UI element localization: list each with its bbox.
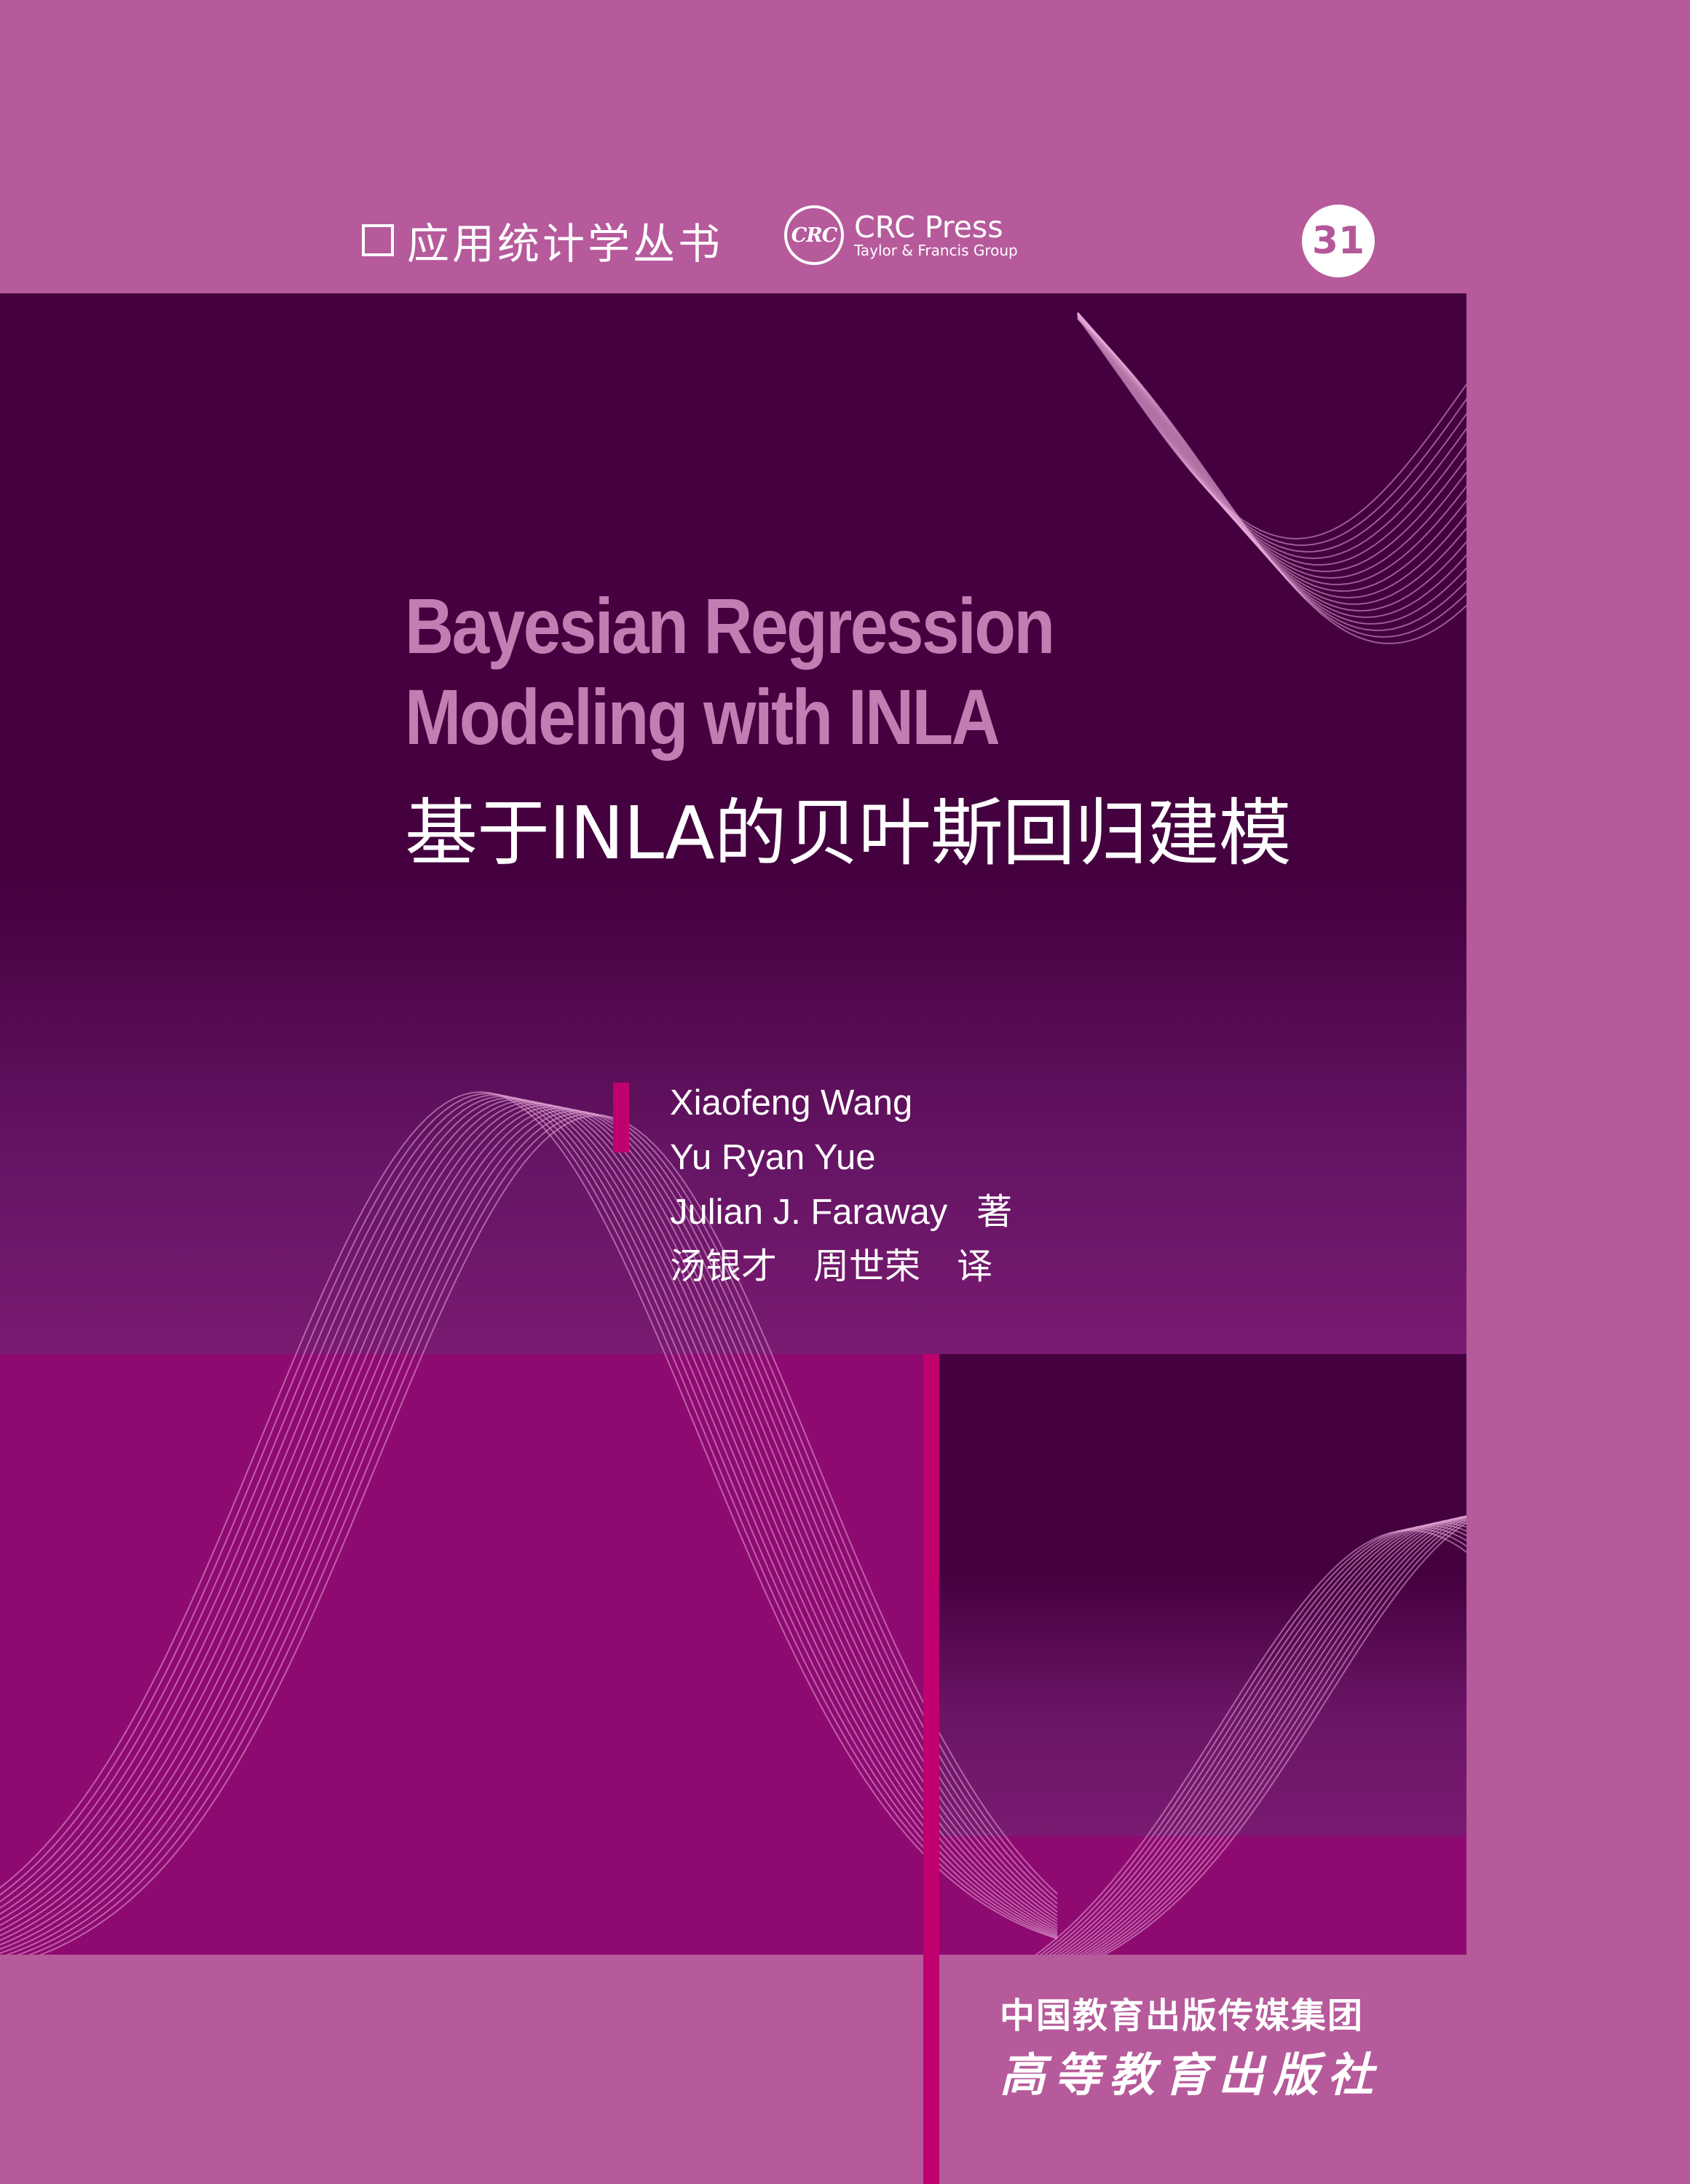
bottom-right-panel	[939, 1354, 1466, 1836]
publisher-group: 中国教育出版传媒集团	[1000, 1995, 1365, 2036]
wave-line-left	[0, 1099, 1058, 1931]
wave-line-right	[1070, 1517, 1466, 1955]
chinese-title: 基于INLA的贝叶斯回归建模	[405, 791, 1292, 876]
wave-line-top	[1077, 317, 1466, 540]
translator-name: 周世荣	[813, 1247, 921, 1286]
wave-line-top	[1077, 316, 1466, 546]
wave-line-left	[0, 1103, 1058, 1936]
wave-line-left	[0, 1097, 1058, 1935]
author-name: Yu Ryan Yue	[670, 1138, 876, 1177]
author-role: 著	[976, 1192, 1013, 1232]
bottom-left-panel	[0, 1354, 923, 1955]
wave-line-right	[1083, 1515, 1466, 1955]
author-line-with-role: Julian J. Faraway 著	[670, 1185, 1012, 1240]
series-label: 应用统计学丛书	[362, 213, 724, 269]
volume-number-badge: 31	[1302, 205, 1375, 277]
crc-circle-logo-icon: CRC	[784, 205, 844, 265]
wave-line-left	[16, 1112, 1058, 1955]
author-name: Julian J. Faraway	[670, 1192, 948, 1232]
wave-line-top	[1077, 314, 1466, 560]
wave-line-top	[1077, 312, 1466, 605]
wave-line-top	[1077, 312, 1466, 585]
wave-line-right	[1039, 1527, 1466, 1955]
crc-press-logo: CRC CRC Press Taylor & Francis Group	[784, 205, 1018, 265]
translator-line: 汤银才周世荣译	[670, 1240, 1012, 1294]
wave-line-top	[1077, 314, 1466, 553]
wave-line-right	[1086, 1515, 1466, 1955]
wave-line-top	[1077, 312, 1466, 612]
crc-press-subtitle: Taylor & Francis Group	[854, 242, 1018, 260]
wave-line-right	[1043, 1527, 1466, 1955]
wave-line-left	[0, 1108, 1058, 1955]
wave-line-right	[1091, 1516, 1466, 1955]
square-outline-icon	[362, 224, 394, 256]
wave-line-top	[1077, 318, 1466, 644]
wave-line-left	[0, 1104, 1058, 1942]
wave-line-right	[1094, 1517, 1466, 1955]
wave-line-right	[1035, 1529, 1466, 1955]
wave-line-left	[0, 1092, 1058, 1939]
english-title-line1: Bayesian Regression	[405, 582, 1055, 670]
english-title: Bayesian Regression Modeling with INLA	[405, 580, 1055, 762]
wave-line-left	[0, 1101, 1058, 1932]
wave-line-left	[0, 1094, 1058, 1938]
publisher-name: 高等教育出版社	[1000, 2048, 1382, 2102]
crc-press-name: CRC Press	[854, 209, 1003, 245]
wave-line-left	[39, 1115, 1058, 1955]
wave-line-left	[0, 1098, 1058, 1933]
wave-line-right	[1065, 1519, 1466, 1955]
author-accent-bar	[613, 1083, 629, 1152]
wave-line-left	[0, 1107, 1058, 1950]
wave-line-top	[1077, 312, 1466, 572]
wave-line-top	[1077, 312, 1466, 599]
wave-line-left	[0, 1096, 1058, 1936]
wave-lines	[0, 312, 1466, 1955]
wave-line-left	[0, 1091, 1058, 1940]
translator-name: 汤银才	[670, 1247, 778, 1286]
wave-line-top	[1077, 312, 1466, 579]
wave-line-right	[1078, 1515, 1466, 1955]
series-name: 应用统计学丛书	[407, 219, 724, 269]
wave-line-right	[1102, 1522, 1466, 1955]
wave-line-top	[1077, 312, 1466, 592]
vertical-accent-bar	[923, 1354, 939, 2184]
author-list: Xiaofeng Wang Yu Ryan Yue Julian J. Fara…	[670, 1076, 1012, 1294]
wave-line-left	[28, 1113, 1058, 1955]
translator-role: 译	[957, 1247, 993, 1286]
wave-line-left	[0, 1106, 1058, 1946]
author-name: Xiaofeng Wang	[670, 1083, 913, 1123]
wave-line-right	[1099, 1519, 1466, 1955]
wave-line-top	[1077, 313, 1466, 566]
wave-line-left	[5, 1109, 1058, 1955]
top-dark-panel	[0, 293, 1466, 1354]
wave-line-right	[1074, 1516, 1466, 1955]
english-title-line2: Modeling with INLA	[405, 673, 1000, 761]
